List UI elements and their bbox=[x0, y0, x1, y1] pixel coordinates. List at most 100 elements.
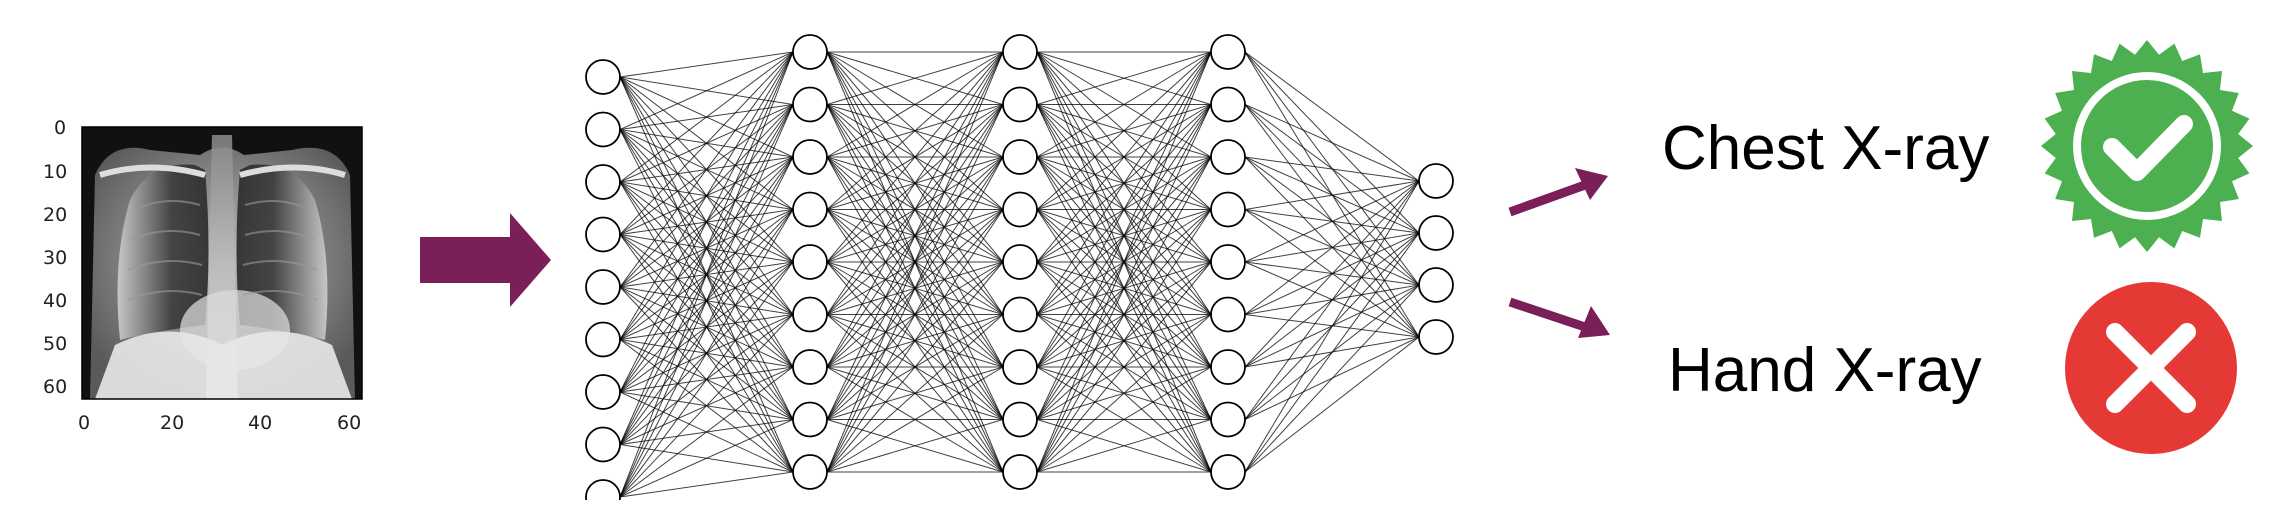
network-edge bbox=[619, 51, 794, 340]
network-edge bbox=[826, 314, 1004, 473]
network-edge bbox=[1036, 366, 1212, 473]
hidden-node bbox=[792, 86, 828, 123]
hidden-node bbox=[792, 139, 828, 175]
network-edge bbox=[1036, 51, 1212, 315]
hidden-node bbox=[792, 349, 828, 385]
network-edge bbox=[619, 314, 794, 498]
input-node bbox=[585, 321, 621, 358]
hidden-node bbox=[1002, 349, 1038, 385]
network-edge bbox=[826, 51, 1004, 368]
hidden-node bbox=[1002, 244, 1038, 280]
input-node bbox=[585, 479, 621, 505]
xray-left-clavicle bbox=[99, 164, 206, 178]
input-node bbox=[585, 111, 621, 148]
network-edge bbox=[1244, 180, 1420, 210]
input-node bbox=[585, 59, 621, 95]
hidden-node bbox=[1210, 401, 1246, 438]
network-edge bbox=[826, 104, 1004, 473]
output-node bbox=[1418, 215, 1454, 251]
network-edge bbox=[619, 51, 794, 445]
network-edge bbox=[619, 261, 794, 498]
hidden-node bbox=[1002, 86, 1038, 123]
network-edge bbox=[826, 156, 1004, 473]
output-node bbox=[1418, 163, 1454, 199]
y-tick: 30 bbox=[43, 247, 68, 269]
xray-frame bbox=[81, 126, 363, 400]
y-tick: 60 bbox=[43, 376, 68, 398]
network-nodes bbox=[585, 34, 1454, 505]
network-edge bbox=[1036, 51, 1212, 368]
output-label-hand: Hand X-ray bbox=[1668, 336, 1982, 405]
output-arrows bbox=[1508, 168, 1610, 338]
output-arrow-hand bbox=[1508, 297, 1610, 338]
hidden-node bbox=[792, 454, 828, 490]
output-node bbox=[1418, 267, 1454, 303]
hidden-node bbox=[1002, 34, 1038, 70]
hidden-node bbox=[792, 401, 828, 438]
x-tick: 20 bbox=[160, 412, 185, 434]
network-edge bbox=[1036, 314, 1212, 473]
hidden-node bbox=[1210, 34, 1246, 70]
y-tick: 50 bbox=[43, 333, 68, 355]
network-edge bbox=[1244, 180, 1420, 473]
input-node bbox=[585, 164, 621, 200]
hidden-node bbox=[1210, 296, 1246, 333]
hidden-node bbox=[1002, 296, 1038, 333]
input-node bbox=[585, 426, 621, 463]
network-edge bbox=[1244, 180, 1420, 368]
network-edge bbox=[1036, 51, 1212, 105]
network-edge bbox=[826, 261, 1004, 473]
hidden-node bbox=[792, 191, 828, 228]
network-edge bbox=[619, 209, 794, 498]
network-edge bbox=[1244, 336, 1420, 473]
network-edge bbox=[1244, 180, 1420, 420]
network-edge bbox=[619, 471, 794, 498]
network-edge bbox=[826, 51, 1004, 158]
hidden-node bbox=[1002, 191, 1038, 228]
network-edge bbox=[826, 419, 1004, 473]
network-edges bbox=[619, 51, 1420, 498]
network-edge bbox=[619, 51, 794, 235]
network-edge bbox=[619, 366, 794, 498]
x-circle-icon bbox=[2065, 282, 2237, 454]
network-edge bbox=[826, 51, 1004, 263]
network-edge bbox=[1244, 156, 1420, 182]
xray-input-image bbox=[81, 126, 363, 400]
xray-ribs bbox=[127, 200, 318, 301]
network-edge bbox=[1036, 104, 1212, 473]
x-tick: 0 bbox=[78, 412, 91, 434]
network-edge bbox=[1036, 261, 1212, 473]
network-edge bbox=[1244, 180, 1420, 263]
hidden-node bbox=[792, 296, 828, 333]
output-label-chest: Chest X-ray bbox=[1662, 114, 1990, 183]
network-edge bbox=[826, 366, 1004, 473]
network-edge bbox=[1244, 284, 1420, 473]
network-edge bbox=[1244, 180, 1420, 315]
network-edge bbox=[826, 209, 1004, 473]
network-edge bbox=[619, 156, 794, 498]
xray-diaphragm bbox=[95, 331, 352, 399]
y-tick: 20 bbox=[43, 204, 68, 226]
output-node bbox=[1418, 319, 1454, 355]
network-edge bbox=[1036, 51, 1212, 263]
hidden-node bbox=[1210, 139, 1246, 175]
input-node bbox=[585, 216, 621, 253]
network-edge bbox=[1036, 51, 1212, 420]
hidden-node bbox=[1002, 401, 1038, 438]
network-edge bbox=[1036, 51, 1212, 210]
network-edge bbox=[826, 51, 1004, 420]
hidden-node bbox=[1002, 454, 1038, 490]
x-tick: 40 bbox=[248, 412, 273, 434]
hidden-node bbox=[1210, 349, 1246, 385]
hidden-node bbox=[1210, 244, 1246, 280]
network-edge bbox=[619, 51, 794, 183]
hidden-node bbox=[1210, 86, 1246, 123]
input-node bbox=[585, 269, 621, 305]
network-edge bbox=[1036, 419, 1212, 473]
network-edge bbox=[1244, 51, 1420, 182]
xray-right-clavicle bbox=[239, 164, 346, 178]
output-arrow-chest bbox=[1508, 168, 1608, 217]
network-edge bbox=[1036, 156, 1212, 473]
input-arrow bbox=[420, 213, 551, 307]
